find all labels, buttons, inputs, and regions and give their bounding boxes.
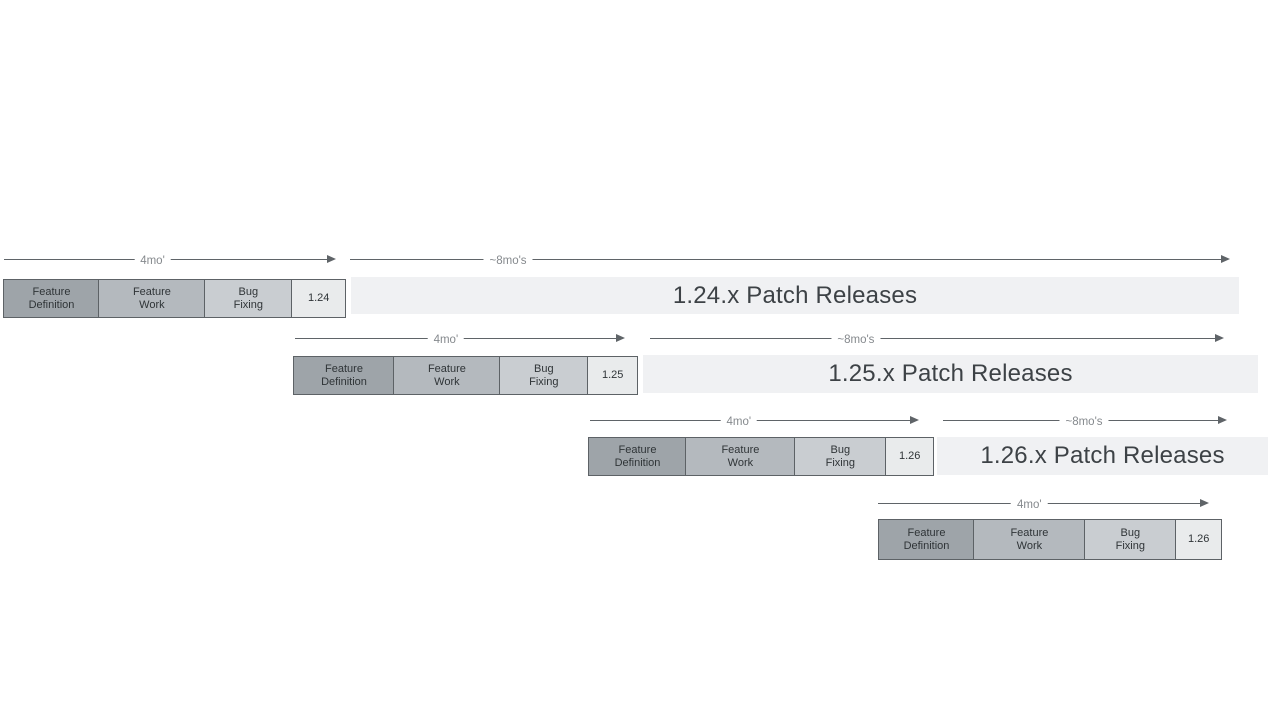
phase-label-line: Fixing — [529, 375, 559, 388]
feature-work-box: Feature Work — [685, 437, 796, 476]
dev-cycle-arrow: 4mo' — [295, 332, 625, 348]
phase-label-line: Bug — [238, 285, 259, 298]
phase-label-line: Bug — [1120, 526, 1141, 539]
dev-cycle-arrow: 4mo' — [590, 414, 919, 430]
patch-cycle-arrow: ~8mo's — [350, 253, 1230, 269]
patch-releases-bar: 1.25.x Patch Releases — [643, 355, 1258, 393]
arrow-right-icon — [1215, 334, 1224, 342]
version-label: 1.24 — [308, 292, 330, 304]
version-box: 1.25 — [587, 356, 639, 395]
feature-definition-box: Feature Definition — [878, 519, 975, 560]
patch-cycle-duration-label: ~8mo's — [483, 253, 533, 269]
dev-cycle-duration-label: 4mo' — [134, 253, 171, 269]
arrow-right-icon — [910, 416, 919, 424]
version-box: 1.26 — [1175, 519, 1223, 560]
version-label: 1.25 — [602, 369, 624, 381]
phase-label-line: Definition — [614, 456, 661, 469]
bug-fixing-box: Bug Fixing — [203, 279, 293, 318]
phase-label-line: Fixing — [1115, 539, 1145, 552]
phase-label-line: Feature — [1010, 526, 1049, 539]
version-box: 1.24 — [291, 279, 347, 318]
dev-cycle-arrow: 4mo' — [878, 497, 1209, 513]
patch-cycle-duration-label: ~8mo's — [831, 332, 881, 348]
feature-work-box: Feature Work — [393, 356, 501, 395]
bug-fixing-box: Bug Fixing — [498, 356, 589, 395]
phase-label-line: Feature — [721, 443, 760, 456]
phase-label-line: Definition — [28, 298, 75, 311]
feature-definition-box: Feature Definition — [293, 356, 395, 395]
arrow-right-icon — [1218, 416, 1227, 424]
feature-work-box: Feature Work — [973, 519, 1086, 560]
phase-label-line: Definition — [903, 539, 950, 552]
arrow-right-icon — [327, 255, 336, 263]
phase-label-line: Bug — [534, 362, 554, 375]
dev-cycle-duration-label: 4mo' — [427, 332, 465, 348]
phase-label-line: Bug — [830, 443, 851, 456]
phase-label-line: Work — [434, 375, 460, 388]
bug-fixing-box: Bug Fixing — [793, 437, 887, 476]
phase-label-line: Fixing — [825, 456, 855, 469]
patch-releases-label: 1.26.x Patch Releases — [980, 442, 1225, 469]
phase-boxes: Feature Definition Feature Work Bug Fixi… — [588, 437, 935, 476]
phase-label-line: Feature — [325, 362, 363, 375]
dev-cycle-duration-label: 4mo' — [1011, 497, 1048, 513]
arrow-right-icon — [616, 334, 625, 342]
phase-label-line: Work — [727, 456, 754, 469]
patch-releases-bar: 1.24.x Patch Releases — [351, 277, 1239, 314]
dev-cycle-arrow: 4mo' — [4, 253, 336, 269]
feature-definition-box: Feature Definition — [588, 437, 687, 476]
bug-fixing-box: Bug Fixing — [1083, 519, 1177, 560]
version-box: 1.26 — [885, 437, 935, 476]
arrow-right-icon — [1200, 499, 1209, 507]
patch-cycle-duration-label: ~8mo's — [1059, 414, 1109, 430]
version-label: 1.26 — [1188, 533, 1210, 545]
phase-boxes: Feature Definition Feature Work Bug Fixi… — [3, 279, 347, 318]
patch-releases-label: 1.25.x Patch Releases — [828, 360, 1073, 387]
phase-label-line: Definition — [321, 375, 367, 388]
phase-boxes: Feature Definition Feature Work Bug Fixi… — [878, 519, 1223, 560]
arrow-right-icon — [1221, 255, 1230, 263]
patch-cycle-arrow: ~8mo's — [943, 414, 1227, 430]
phase-label-line: Feature — [907, 526, 946, 539]
patch-cycle-arrow: ~8mo's — [650, 332, 1224, 348]
phase-label-line: Work — [1016, 539, 1043, 552]
phase-boxes: Feature Definition Feature Work Bug Fixi… — [293, 356, 639, 395]
phase-label-line: Feature — [132, 285, 171, 298]
phase-label-line: Feature — [427, 362, 466, 375]
phase-label-line: Work — [139, 298, 165, 311]
phase-label-line: Feature — [32, 285, 71, 298]
phase-label-line: Feature — [618, 443, 657, 456]
patch-releases-label: 1.24.x Patch Releases — [672, 281, 918, 309]
version-label: 1.26 — [899, 450, 921, 462]
feature-definition-box: Feature Definition — [3, 279, 100, 318]
feature-work-box: Feature Work — [98, 279, 206, 318]
phase-label-line: Fixing — [233, 298, 263, 311]
dev-cycle-duration-label: 4mo' — [720, 414, 758, 430]
patch-releases-bar: 1.26.x Patch Releases — [937, 437, 1268, 475]
